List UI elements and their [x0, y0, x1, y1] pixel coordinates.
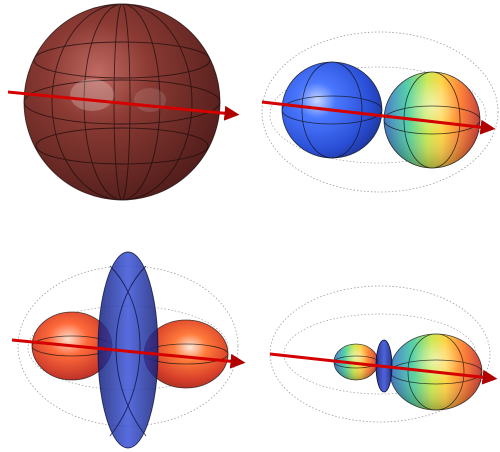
- guide-ellipse: [261, 31, 499, 193]
- panel-dipole: [250, 0, 500, 226]
- higher-order-plot: [269, 285, 498, 423]
- axis-arrow: [11, 338, 246, 369]
- quadrupole-plot: [11, 251, 246, 449]
- lobe-right: [144, 320, 228, 388]
- sphere-mesh-lines: [23, 3, 221, 201]
- axis-arrow: [269, 352, 498, 385]
- monopole-plot: [7, 3, 240, 201]
- panel-monopole: [0, 0, 250, 226]
- sphere-highlight: [70, 79, 114, 111]
- axis-arrow: [261, 100, 496, 135]
- axis-arrow: [7, 90, 240, 121]
- panel-higher-order: [250, 226, 500, 452]
- dipole-plot: [261, 31, 499, 193]
- panel-quadrupole: [0, 226, 250, 452]
